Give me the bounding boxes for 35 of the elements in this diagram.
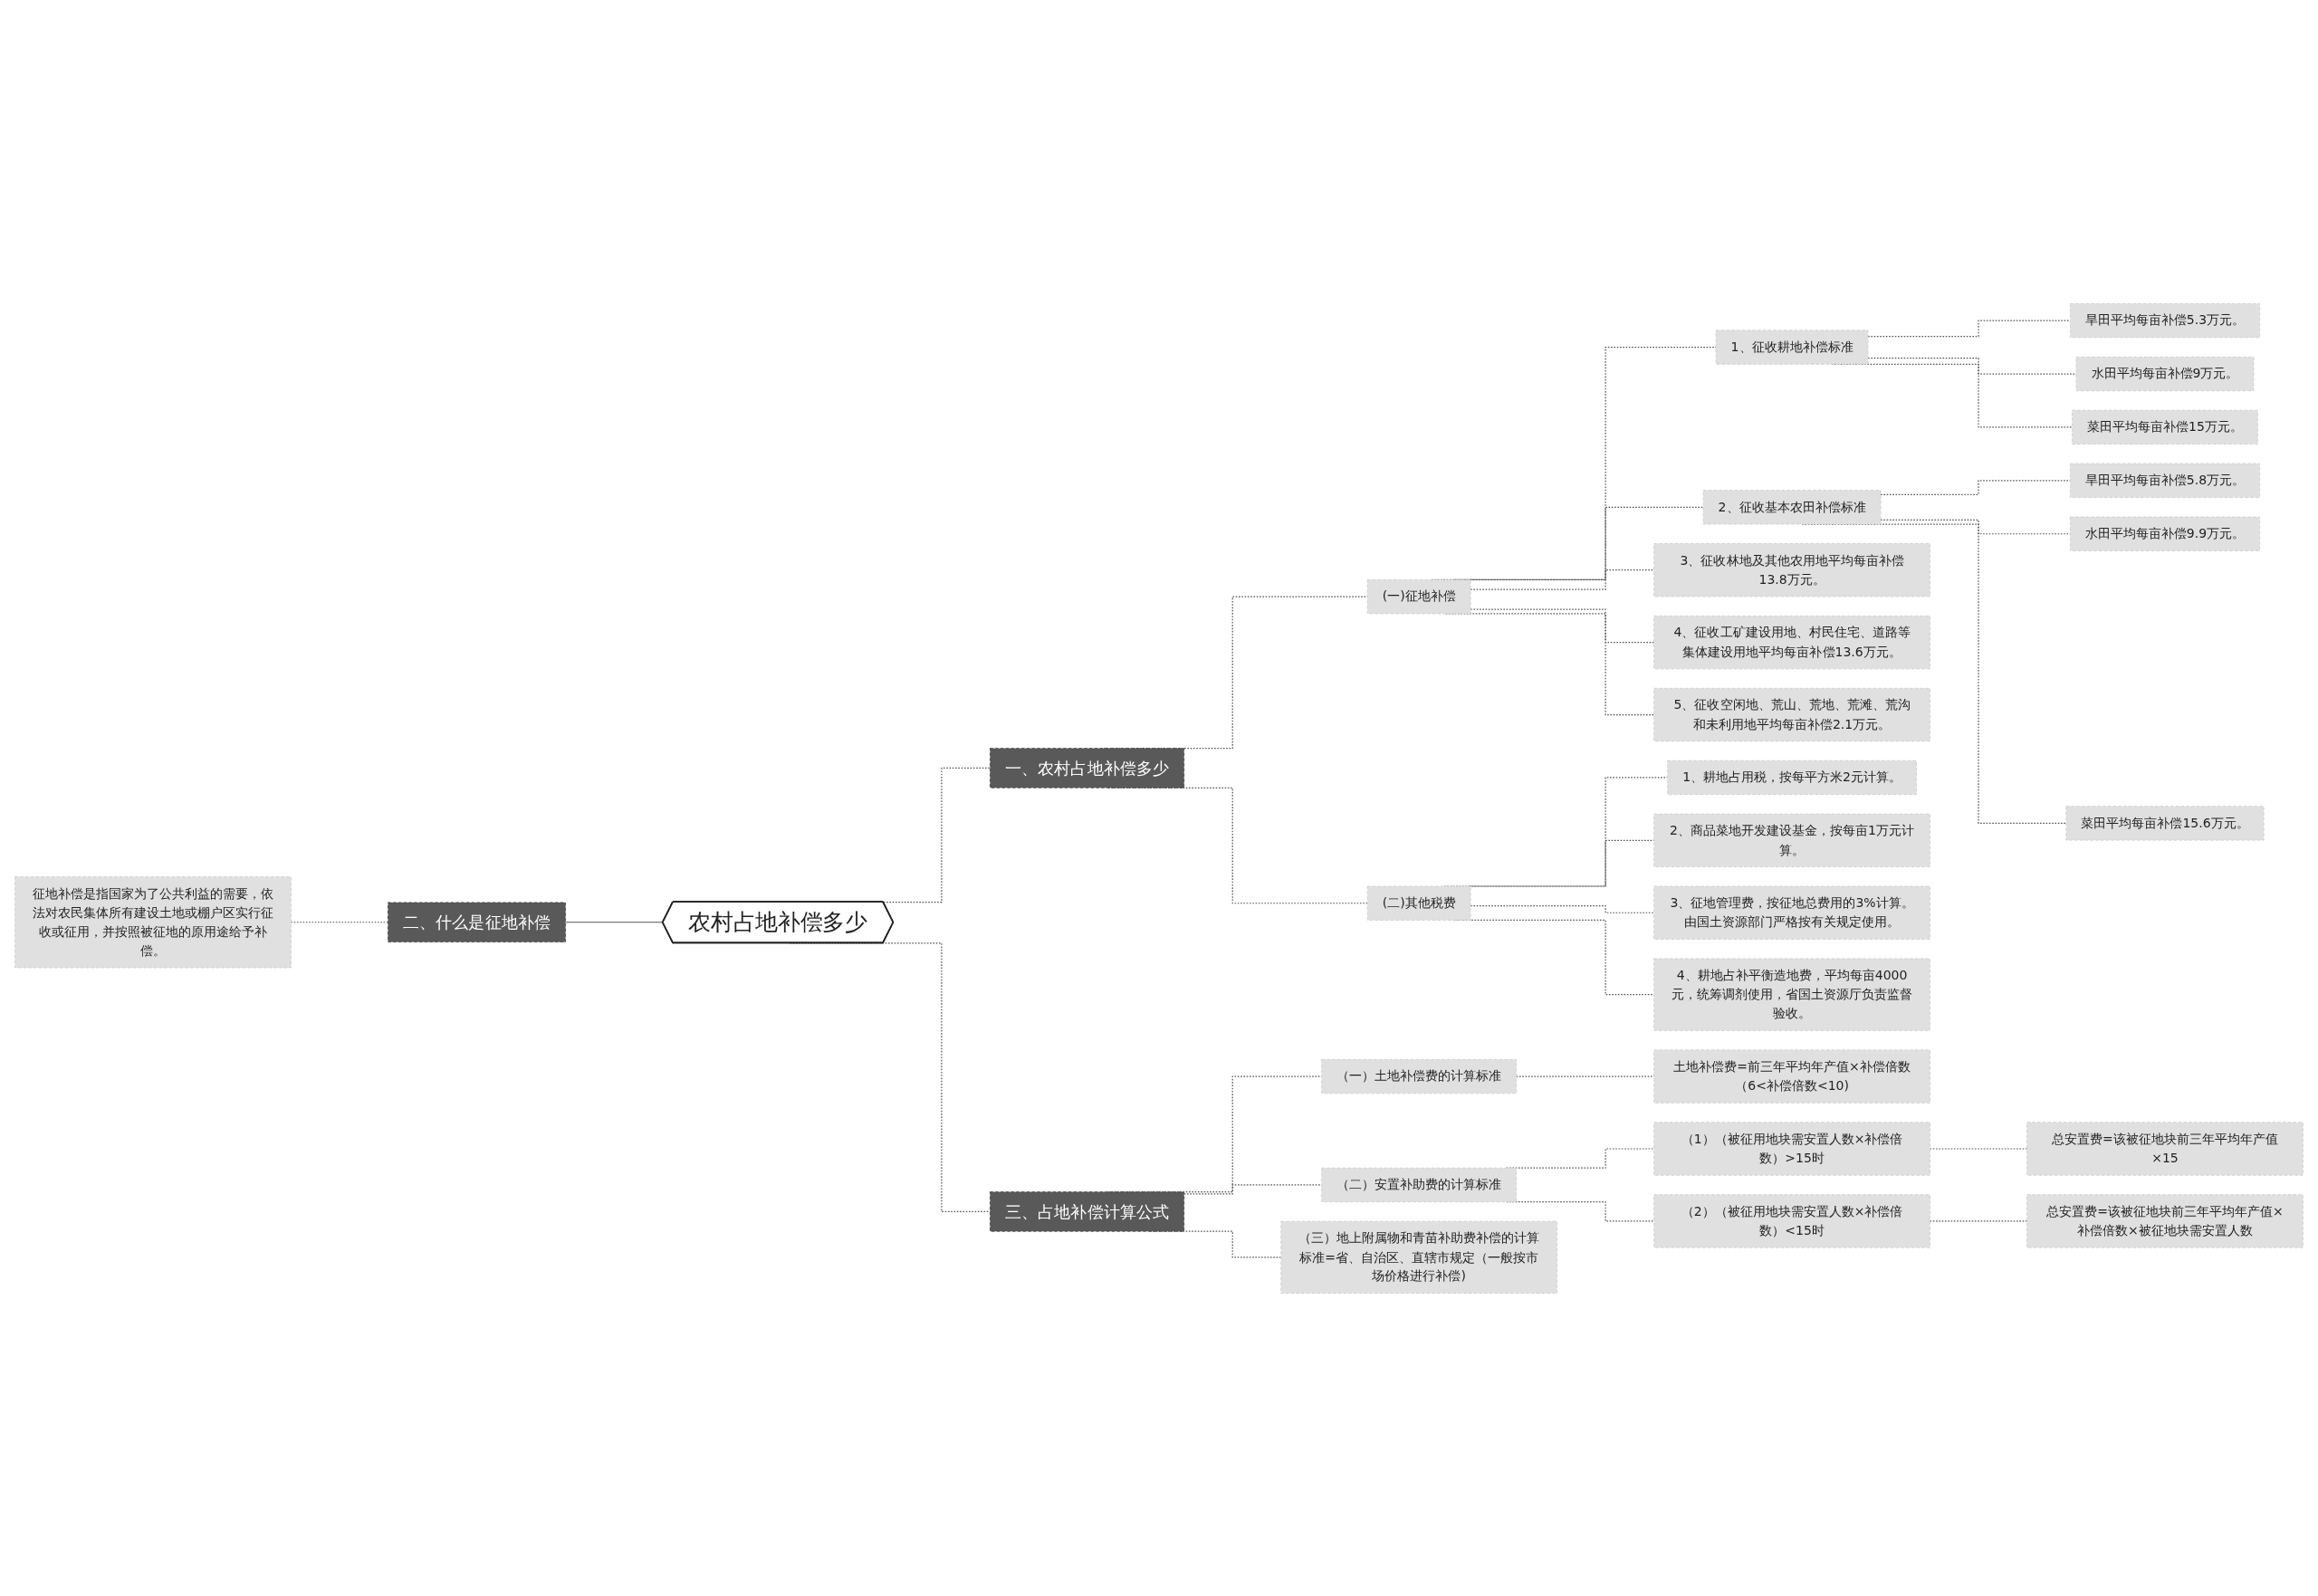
node-box: [2065, 805, 2265, 841]
node-box: [1715, 329, 1869, 365]
node-box: [2026, 1193, 2304, 1248]
node-box: [990, 1190, 1185, 1232]
node-box: [1653, 885, 1930, 940]
node-box: [1653, 1048, 1930, 1104]
connector: [290, 921, 389, 922]
node-box: [1702, 489, 1882, 524]
mind-map: 征地补偿是指国家为了公共利益的需要，依法对农民集体所有建设土地或棚户区实行征收或征用，并按照被征地的原用途给予补偿。 二、什么是征地补偿 农村占地补偿多少 一、农村占地补偿多少 (一)征地补偿 1、征收耕地补偿标准 旱田平均每亩补偿5.3万元。 水田平均每亩补偿9万元。 菜田平均每亩补偿15万元。 2、征收基本农田补偿标准 旱田平均每亩补偿5.8万元。 水田平均每亩补偿9.9万元。 菜田平均每亩补偿15.6万元。 3、征收林地及其他农用地平均每亩补偿13.8万元。 4、征收工矿建设用地、村民住宅、道路等集体建设用地平均每亩补偿13.6万元。 5、征收空闲地、荒山、荒地、荒滩、荒沟和未利用地平均每亩补偿2.1万元。 (二)其他税费 1、耕地占用税，按每平方米2元计算。 2、商品菜地开发建设基金，按每亩1万元计算。 3、征地管理费，按征地总费用的3%计算。由国土资源部门严格按有关规定使用。 4、耕地占补平衡造地费，平均每亩4000元，统筹调剂使用，省国土资源厅负责监督验收。 三、占地补偿计算公式 （一）土地补偿费的计算标准 土地补偿费=前三年平均年产值×补偿倍数（6<补偿倍数<10) （二）安置补助费的计算标准 （1）（被征用地块需安置人数×补偿倍数）>15时 总安置费=该被征地块前三年平均年产值×15 （2）（被征用地块需安置人数×补偿倍数）<15时 总安置费=该被征地块前三年平均年产值×补偿倍数×被征地块需安置人数 （三）地上附属物和青苗补助费补偿的计算标准=省、自治区、直辖市规定（一般按市场价格进行补偿): [9, 10, 2309, 1586]
node-box: [1366, 885, 1471, 921]
node-box: [1653, 615, 1930, 669]
node-box: [2026, 1121, 2304, 1176]
node-box: [14, 875, 292, 968]
node-box: [1653, 687, 1930, 741]
node-box: [1653, 958, 1930, 1031]
connector: [1183, 1183, 1323, 1194]
connector: [564, 921, 664, 923]
node-box: [2069, 463, 2261, 498]
node-box: [1321, 1167, 1518, 1202]
node-box: [1653, 1193, 1930, 1248]
node-box: [1280, 1220, 1557, 1294]
node-box: [1653, 813, 1930, 867]
node-box: [1667, 760, 1917, 795]
node-box: [1653, 1121, 1930, 1176]
connector: [1516, 1075, 1655, 1077]
node-box: [2072, 409, 2258, 444]
node-box: [2069, 302, 2261, 338]
node-box: [388, 902, 566, 942]
node-box: [2075, 356, 2255, 391]
node-box: [1321, 1058, 1518, 1094]
connector: [1929, 1219, 2028, 1221]
node-box: [1366, 578, 1471, 614]
node-box: [1653, 542, 1930, 597]
node-box: [2069, 516, 2261, 551]
node-box: [990, 747, 1185, 788]
